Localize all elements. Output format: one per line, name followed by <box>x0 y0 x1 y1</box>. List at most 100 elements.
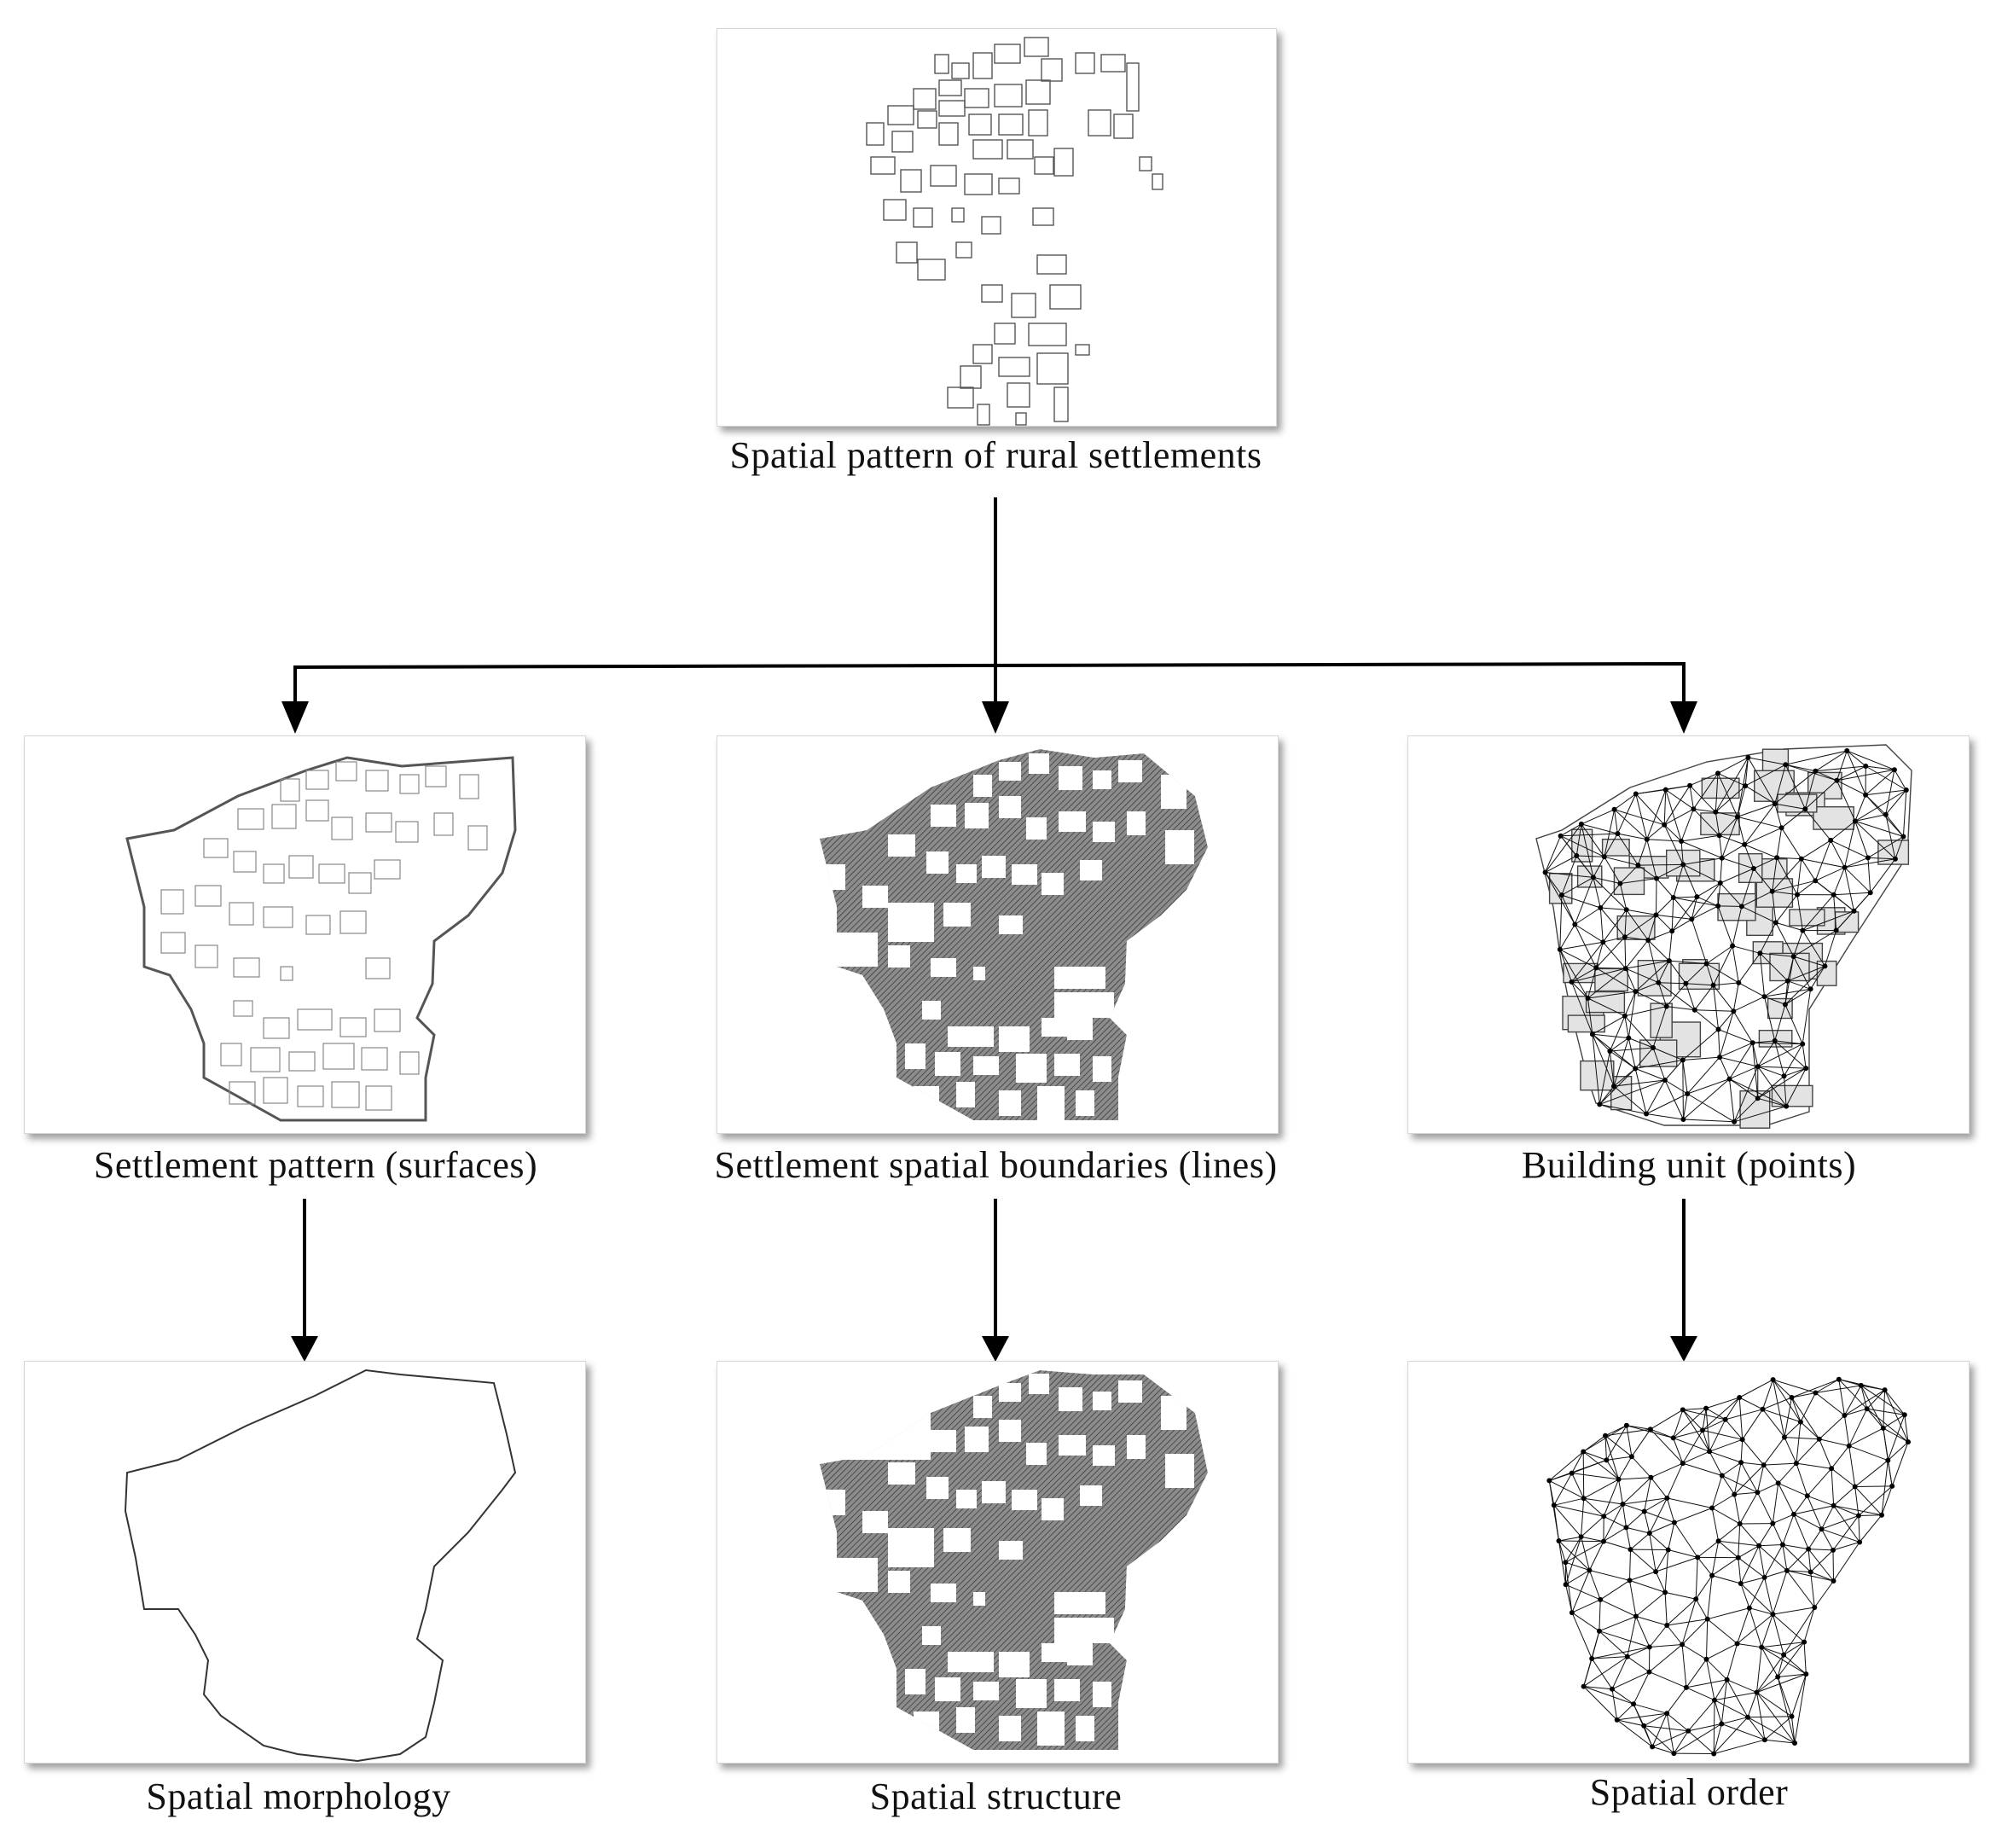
points-edge <box>1741 905 1777 923</box>
order-node <box>1601 1514 1607 1520</box>
order-node <box>1715 1538 1721 1544</box>
order-node <box>1724 1677 1730 1682</box>
points-edge <box>1626 909 1657 915</box>
order-edge <box>1582 1451 1585 1499</box>
order-edge <box>1772 1483 1779 1524</box>
points-node <box>1900 834 1906 840</box>
order-edge <box>1756 1692 1766 1740</box>
order-node <box>1563 1560 1569 1566</box>
order-node <box>1546 1478 1552 1484</box>
order-edge <box>1725 1419 1744 1440</box>
arrow-to-order <box>1670 1336 1697 1362</box>
order-node <box>1551 1502 1557 1508</box>
order-node <box>1650 1744 1656 1750</box>
order-node <box>1746 1605 1752 1611</box>
order-edge <box>1883 1390 1886 1428</box>
points-edge <box>1645 1079 1666 1114</box>
points-edge <box>1587 997 1593 1035</box>
order-edge <box>1810 1549 1834 1572</box>
order-node <box>1620 1502 1626 1507</box>
order-edge <box>1604 1435 1633 1457</box>
points-node <box>1691 806 1697 812</box>
order-edge <box>1718 1523 1741 1542</box>
order-edge <box>1762 1409 1802 1423</box>
order-edge <box>1711 1508 1740 1525</box>
points-edge <box>1599 883 1621 909</box>
points-edge <box>1781 808 1806 828</box>
order-edge <box>1858 1485 1893 1516</box>
order-edge <box>1604 1435 1607 1461</box>
buildings-outline-drawing <box>866 37 1163 426</box>
points-node <box>1635 863 1641 869</box>
order-edge <box>1713 1700 1715 1754</box>
points-edge <box>1785 764 1816 772</box>
order-edge <box>1803 1607 1815 1642</box>
order-node <box>1614 1717 1620 1723</box>
points-edge <box>1738 982 1765 997</box>
points-edge <box>1697 882 1721 898</box>
points-edge <box>1784 1076 1787 1107</box>
order-edge <box>1733 1462 1742 1495</box>
points-edge <box>1610 1047 1654 1052</box>
points-edge <box>1796 880 1816 895</box>
points-edge <box>1737 816 1782 828</box>
points-edge <box>1830 840 1846 868</box>
order-edge <box>1883 1427 1909 1443</box>
points-edge <box>1657 960 1670 983</box>
order-edge <box>1622 1503 1645 1512</box>
points-edge <box>1592 1033 1636 1069</box>
order-panel <box>1407 1361 1970 1764</box>
points-edge <box>1713 945 1733 986</box>
points-edge <box>1686 1056 1720 1095</box>
order-node <box>1722 1416 1728 1422</box>
points-node <box>1622 966 1628 972</box>
order-edge <box>1738 1397 1763 1410</box>
points-edge <box>1664 1079 1684 1120</box>
points-node <box>1691 1007 1697 1013</box>
points-edge <box>1663 789 1667 825</box>
order-edge <box>1764 1739 1796 1744</box>
order-edge <box>1705 1397 1740 1409</box>
order-node <box>1680 1407 1686 1413</box>
points-edge <box>1604 856 1639 866</box>
points-node <box>1730 943 1736 949</box>
points-edge <box>1624 1015 1654 1049</box>
order-edge <box>1741 1462 1764 1466</box>
points-edge <box>1683 863 1721 884</box>
order-edge <box>1667 1497 1713 1508</box>
order-node <box>1882 1387 1888 1393</box>
points-edge <box>1614 793 1637 811</box>
points-edge <box>1671 918 1692 932</box>
points-node <box>1863 764 1869 769</box>
points-edge <box>1680 809 1694 842</box>
points-edge <box>1717 772 1746 787</box>
points-node <box>1710 982 1716 988</box>
points-edge <box>1733 996 1765 1012</box>
points-edge <box>1802 894 1835 931</box>
order-edge <box>1843 1385 1862 1416</box>
order-edge <box>1553 1504 1604 1517</box>
order-edge <box>1763 1437 1785 1466</box>
order-node <box>1623 1422 1629 1428</box>
points-edge <box>1741 891 1773 907</box>
points-node <box>1585 996 1591 1001</box>
order-edge <box>1734 1491 1758 1496</box>
order-edge <box>1649 1532 1669 1550</box>
order-node <box>1885 1457 1891 1463</box>
points-node <box>1716 833 1722 839</box>
order-edge <box>1571 1612 1600 1632</box>
order-node <box>1616 1476 1622 1482</box>
order-edge <box>1883 1427 1889 1461</box>
points-edge <box>1691 896 1697 920</box>
order-edge <box>1599 1616 1637 1632</box>
points-edge <box>1721 857 1755 869</box>
points-edge <box>1694 1009 1719 1030</box>
order-edge <box>1762 1397 1792 1410</box>
points-edge <box>1894 769 1907 791</box>
order-node <box>1603 1432 1608 1438</box>
points-node <box>1666 958 1672 964</box>
points-edge <box>1663 808 1694 826</box>
points-node <box>1834 777 1840 783</box>
order-node <box>1653 1569 1659 1575</box>
